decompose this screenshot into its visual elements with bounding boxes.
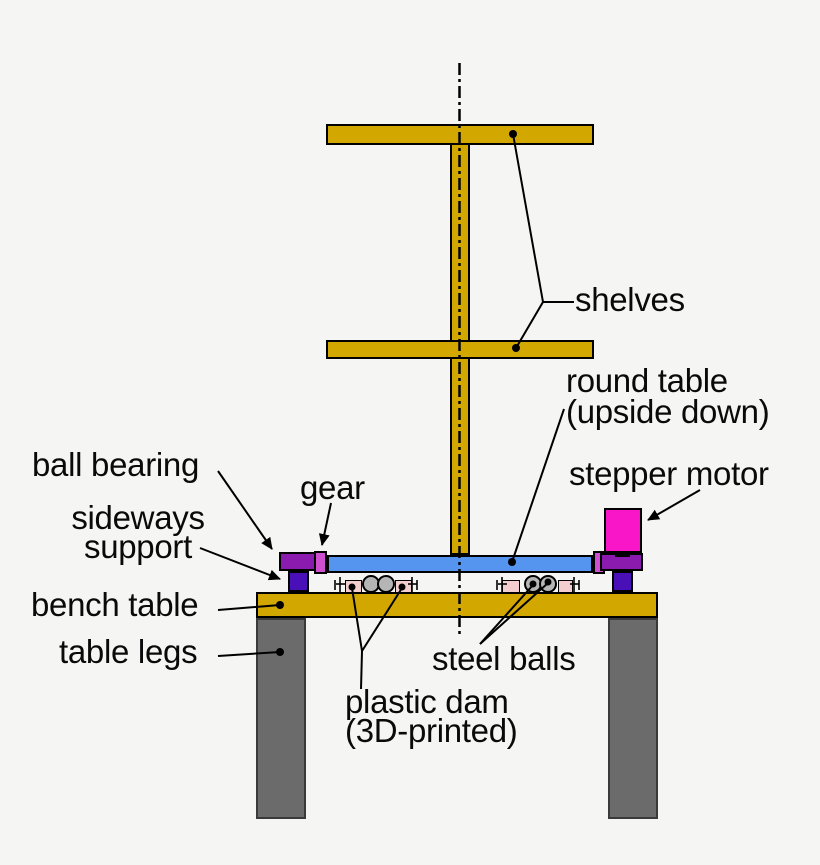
label-stepper-motor: stepper motor [569, 455, 769, 492]
label-plastic-dam-line1: plastic dam [345, 683, 509, 720]
table-leg-right [608, 618, 658, 819]
motor-shaft-coupler [615, 553, 630, 557]
bench-table-top [256, 592, 658, 618]
label-bench-table: bench table [31, 586, 199, 623]
label-gear: gear [300, 469, 365, 506]
label-sideways-support-line2: support [84, 528, 192, 565]
steel-ball-right-2 [539, 575, 557, 593]
round-table-bar [327, 555, 593, 573]
sideways-support-left [288, 571, 309, 592]
label-round-table-line2: (upside down) [566, 393, 770, 430]
plastic-dam-right-a [502, 580, 520, 593]
label-plastic-dam: plastic dam (3D-printed) [345, 683, 518, 749]
leader-line-shelves-top [512, 133, 544, 303]
screw-icon [334, 577, 345, 593]
arrow-gear [318, 502, 332, 546]
sideways-support-right [612, 571, 633, 592]
leader-dots [276, 130, 552, 656]
label-sideways-support: sideways support [38, 499, 238, 565]
label-table-legs: table legs [59, 633, 198, 670]
steel-ball-left-2 [377, 575, 395, 593]
arrow-stepper-motor [647, 489, 701, 521]
label-round-table-line1: round table [566, 362, 728, 399]
leader-line-round-table [511, 408, 565, 563]
label-sideways-support-line1: sideways [71, 499, 205, 536]
label-round-table: round table (upside down) [566, 362, 770, 430]
plastic-dam-right-b [558, 580, 573, 593]
label-plastic-dam-line2: (3D-printed) [345, 712, 518, 749]
stepper-motor-body [604, 508, 642, 553]
shelf-top [326, 124, 594, 145]
plastic-dam-left-a [345, 580, 362, 593]
table-leg-left [256, 618, 306, 819]
label-shelves: shelves [575, 281, 685, 318]
shelf-bottom [326, 340, 594, 359]
ball-bearing-left [279, 552, 316, 571]
label-ball-bearing: ball bearing [32, 446, 200, 483]
plastic-dam-left-b [395, 580, 412, 593]
label-steel-balls: steel balls [432, 640, 576, 677]
